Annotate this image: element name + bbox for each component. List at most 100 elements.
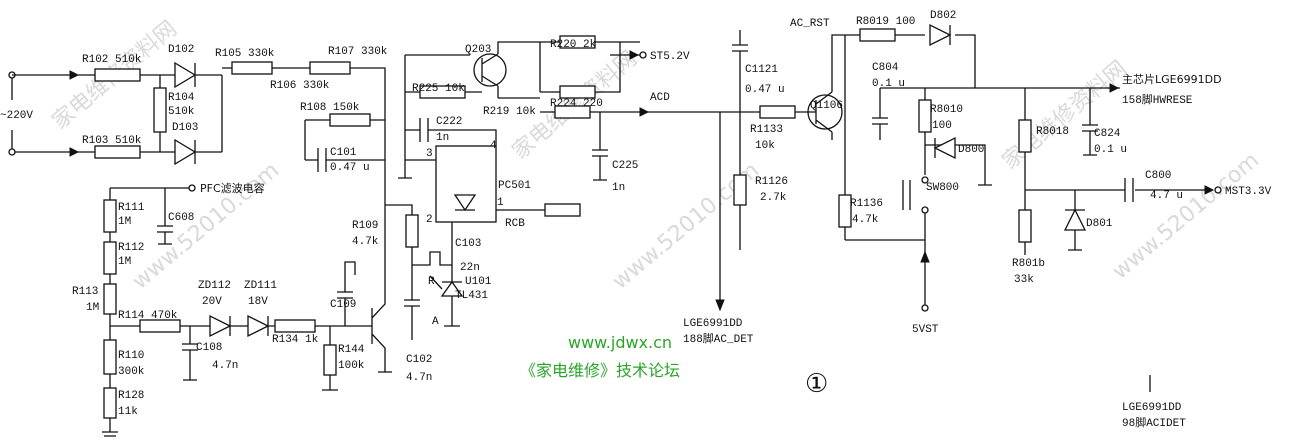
sw800-switch[interactable]: [921, 176, 929, 184]
r1133-resistor: [759, 105, 796, 119]
label-r8010-value: 100: [932, 120, 952, 132]
c222-capacitor: [419, 118, 429, 142]
r103-resistor: [94, 145, 141, 159]
label-r8018: R8018: [1036, 126, 1069, 138]
d102-diode: [174, 61, 197, 89]
label-zd112-value: 20V: [202, 296, 222, 308]
label-c225: C225: [612, 160, 638, 172]
label-st52: ST5.2V: [650, 51, 690, 63]
label-zd112: ZD112: [198, 280, 231, 292]
c101-capacitor: [317, 148, 327, 172]
label-c102: C102: [406, 354, 432, 366]
pfc-divider-network: PFC滤波电容 R111 1M C608 R112 1M R113 1M R11…: [72, 181, 372, 437]
mcu-reset-output: 主芯片LGE6991DD 158脚HWRESE R8018 C824 0.1 u…: [1012, 72, 1272, 430]
label-r112-value: 1M: [118, 256, 131, 268]
r108-resistor: [329, 113, 371, 127]
d801-diode: [1063, 208, 1087, 231]
label-d102: D102: [168, 44, 194, 56]
r105-resistor: [231, 61, 273, 75]
label-c824-value: 0.1 u: [1094, 144, 1127, 156]
label-c108: C108: [196, 342, 222, 354]
label-r112: R112: [118, 242, 144, 254]
optocoupler-feedback: Q203 R220 2k ST5.2V R225 10k R219 10k R2…: [398, 35, 720, 328]
label-r102: R102 510k: [82, 54, 142, 66]
label-r104-value: 510k: [168, 106, 195, 118]
watermark-6: www.52010.com: [1108, 148, 1264, 285]
label-r1133-value: 10k: [755, 140, 775, 152]
label-c225-value: 1n: [612, 182, 625, 194]
c608-capacitor: [157, 188, 173, 245]
r102-resistor: [94, 68, 141, 82]
label-r111-value: 1M: [118, 216, 131, 228]
label-r1136-value: 4.7k: [852, 214, 879, 226]
label-c222: C222: [436, 116, 462, 128]
ac-input-network: R102 510k D102 R104 510k D103 R103 510k …: [0, 44, 388, 200]
label-r1136: R1136: [850, 198, 883, 210]
d802-diode: [929, 23, 952, 47]
label-c101: C101: [330, 147, 357, 159]
r8018-resistor: [1018, 119, 1032, 153]
label-c804: C804: [872, 62, 899, 74]
label-ac-rst: AC_RST: [790, 18, 830, 30]
acd-output: ACD C1121 0.47 u R1133 10k R1126 2.7k LG…: [639, 30, 808, 346]
label-c103: C103: [455, 238, 481, 250]
label-r109-value: 4.7k: [352, 236, 379, 248]
ac-detect-transistor: R109 4.7k C102 4.7n: [352, 200, 432, 384]
label-r113-value: 1M: [86, 302, 99, 314]
pc501-optocoupler: [435, 145, 497, 223]
label-pin-a: A: [432, 316, 439, 328]
label-r144: R144: [338, 344, 365, 356]
label-r110-value: 300k: [118, 366, 145, 378]
r224-resistor: [554, 105, 591, 119]
label-c109: C109: [330, 299, 356, 311]
r225-resistor: [419, 85, 466, 99]
figure-number: ①: [805, 369, 828, 399]
label-r144-value: 100k: [338, 360, 365, 372]
label-r128-value: 11k: [118, 406, 138, 418]
label-zd111: ZD111: [244, 280, 277, 292]
label-mst33: MST3.3V: [1225, 186, 1272, 198]
label-r105: R105 330k: [215, 48, 275, 60]
label-r103: R103 510k: [82, 135, 142, 147]
label-r1133: R1133: [750, 124, 783, 136]
r219-resistor: [559, 85, 596, 99]
label-q1106: Q1106: [810, 100, 843, 112]
label-r111: R111: [118, 202, 145, 214]
r104-resistor: [153, 87, 167, 133]
label-r1126-value: 2.7k: [760, 192, 787, 204]
r107-resistor: [309, 61, 351, 75]
r110-resistor: [103, 339, 117, 375]
r128-resistor: [103, 387, 117, 419]
d800-diode: [933, 136, 956, 160]
r111-resistor: [103, 199, 117, 233]
label-acd: ACD: [650, 92, 670, 104]
site-url: www.jdwx.cn: [568, 333, 672, 352]
label-q203: Q203: [465, 44, 491, 56]
label-tl431: TL431: [455, 290, 488, 302]
label-c108-value: 4.7n: [212, 360, 238, 372]
zd112-zener: [209, 314, 232, 338]
label-pin2: 2: [426, 214, 433, 226]
label-main-chip: 主芯片LGE6991DD: [1122, 72, 1222, 86]
label-pin-r: R: [428, 276, 435, 288]
r1126-resistor: [733, 174, 747, 206]
label-lge-acdet-2: 188脚AC_DET: [683, 331, 754, 346]
label-r104: R104: [168, 92, 195, 104]
watermark-4: www.52010.com: [128, 158, 284, 295]
watermark-3: 家电维修资料网: [998, 56, 1132, 174]
label-lge-bottom-2: 98脚ACIDET: [1122, 415, 1186, 430]
label-zd111-value: 18V: [248, 296, 268, 308]
r113-resistor: [103, 283, 117, 315]
label-pin3: 3: [426, 148, 433, 160]
label-c222-value: 1n: [436, 132, 449, 144]
label-c800-value: 4.7 u: [1150, 190, 1183, 202]
label-ac220: ~220V: [0, 110, 33, 122]
label-c1121: C1121: [745, 64, 778, 76]
label-c804-value: 0.1 u: [872, 78, 905, 90]
label-r110: R110: [118, 350, 144, 362]
label-r1126: R1126: [755, 176, 788, 188]
forum-name: 《家电维修》技术论坛: [520, 361, 680, 380]
label-r225: R225 10k: [412, 83, 465, 95]
c800-capacitor: [1124, 178, 1134, 202]
